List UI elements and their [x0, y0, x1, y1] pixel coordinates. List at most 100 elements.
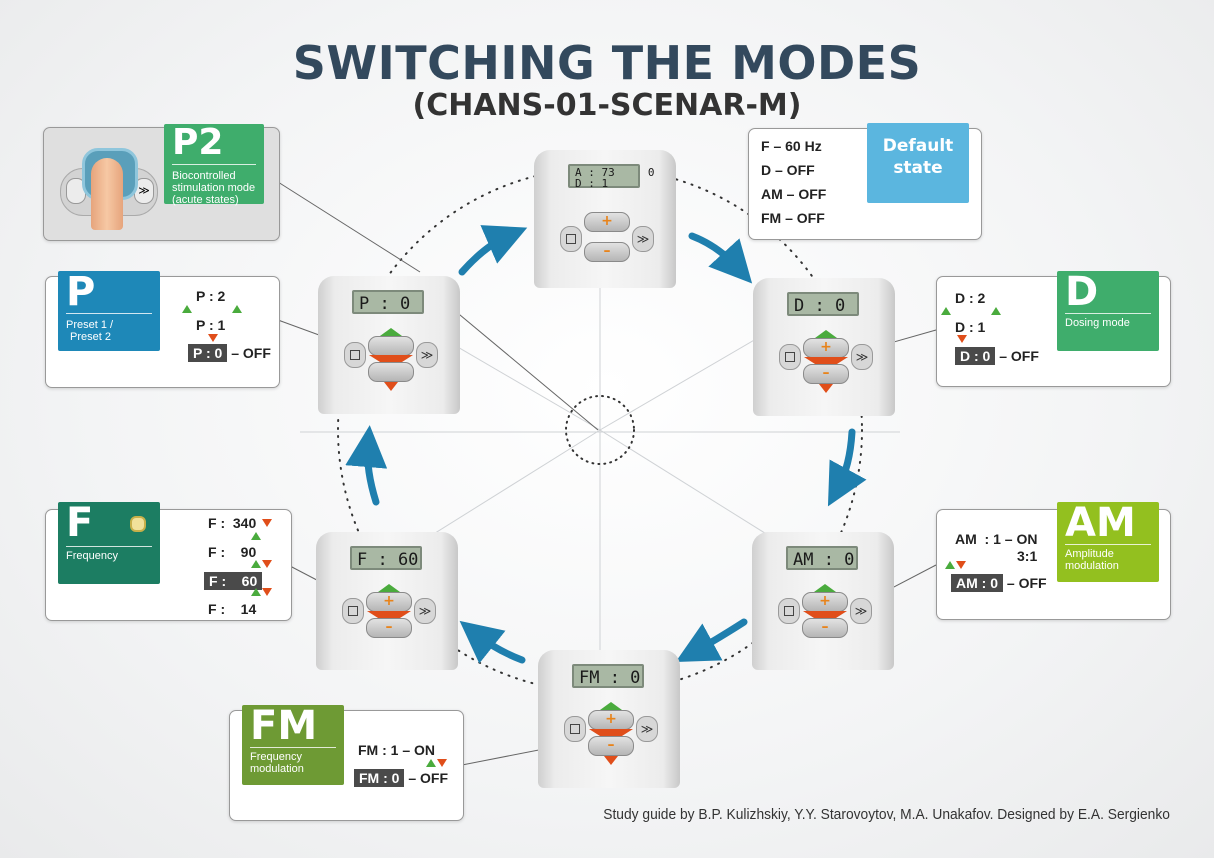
increase-arrow-icon — [426, 759, 436, 767]
fm-off-code: FM : 0 — [354, 769, 405, 787]
f-code: F — [66, 500, 94, 546]
fm-mode-card: FM Frequency modulation FM : 1 – ON FM :… — [229, 703, 464, 821]
increase-arrow-icon — [945, 561, 955, 569]
minus-button[interactable]: – — [584, 242, 630, 262]
indicator-light-icon — [130, 516, 146, 532]
d-dose-1: D : 1 — [955, 319, 986, 335]
device-top-display: A : 73 0 D : 1 — [568, 164, 655, 190]
square-button-icon[interactable] — [560, 226, 582, 252]
square-button-icon[interactable] — [778, 598, 800, 624]
default-tag-line: Default — [882, 136, 954, 156]
decrease-arrow-icon — [819, 384, 833, 393]
am-tag: AM Amplitude modulation — [1057, 500, 1159, 582]
default-state-tag: Default state — [867, 123, 969, 203]
am-on-line: AM : 1 – ON — [955, 531, 1038, 547]
am-ratio: 3:1 — [1017, 548, 1038, 564]
increase-arrow-icon — [941, 307, 951, 315]
minus-button[interactable]: – — [366, 618, 412, 638]
decrease-arrow-icon — [208, 334, 218, 342]
credits: Study guide by B.P. Kulizhskiy, Y.Y. Sta… — [603, 806, 1170, 823]
increase-arrow-icon — [251, 588, 261, 596]
d-dose-2: D : 2 — [955, 290, 986, 306]
f-desc-line: Frequency — [66, 550, 118, 562]
d-code: D — [1065, 269, 1099, 315]
minus-button[interactable]: – — [588, 736, 634, 756]
p-code: P — [66, 269, 96, 315]
am-desc-line: Amplitude — [1065, 548, 1114, 560]
am-off-code: AM : 0 — [951, 574, 1003, 592]
p2-desc-line: Biocontrolled — [172, 170, 236, 182]
p2-desc-line: stimulation mode — [172, 182, 256, 194]
plus-button[interactable]: + — [366, 592, 412, 612]
p2-code: P2 — [172, 122, 224, 163]
f-value-60-selected: F : 60 — [204, 572, 263, 590]
p-mode-card: P Preset 1 / Preset 2 P : 2 P : 1 P : 0 … — [45, 269, 280, 388]
double-chevron-icon[interactable]: ≫ — [851, 344, 873, 370]
square-button-icon[interactable] — [779, 344, 801, 370]
device-fm: FM : 0 ≫ + – — [538, 650, 680, 788]
device-top-display-line1: A : 73 0 — [575, 166, 655, 179]
fm-tag: FM Frequency modulation — [242, 703, 344, 785]
decrease-arrow-icon — [262, 560, 272, 568]
device-am-display: AM : 0 — [786, 546, 858, 570]
f-value-340: F : 340 — [208, 515, 257, 531]
device-fm-display: FM : 0 — [572, 664, 644, 688]
double-chevron-icon[interactable]: ≫ — [850, 598, 872, 624]
default-line: AM – OFF — [761, 186, 827, 202]
p-off-text: – OFF — [231, 345, 271, 361]
decrease-arrow-icon — [437, 759, 447, 767]
cycle-arrows — [345, 225, 867, 664]
d-tag: D Dosing mode — [1057, 269, 1159, 351]
outer-dotted-circle — [337, 167, 863, 693]
center-dotted-circle — [565, 395, 635, 465]
p2-mode-card: ≫ P2 Biocontrolled stimulation mode (acu… — [43, 122, 280, 241]
am-code: AM — [1065, 500, 1136, 546]
square-button-icon[interactable] — [564, 716, 586, 742]
increase-arrow-icon — [991, 307, 1001, 315]
decrease-arrow-icon — [957, 335, 967, 343]
am-desc-line: modulation — [1065, 560, 1119, 572]
f-tag: F Frequency — [58, 500, 160, 584]
minus-button[interactable] — [368, 362, 414, 382]
minus-button[interactable]: – — [803, 364, 849, 384]
f-value-60: F : 60 — [204, 572, 263, 590]
double-chevron-icon[interactable]: ≫ — [632, 226, 654, 252]
f-value-14: F : 14 — [208, 601, 257, 617]
double-chevron-icon[interactable]: ≫ — [636, 716, 658, 742]
p-off-line: P : 0 – OFF — [188, 344, 271, 362]
device-d-display: D : 0 — [787, 292, 859, 316]
fm-desc-line: modulation — [250, 763, 304, 775]
device-p: P : 0 ≫ — [318, 276, 460, 414]
device-top-display-line2: D : 1 — [575, 177, 609, 190]
double-chevron-icon[interactable]: ≫ — [416, 342, 438, 368]
p-desc-line: Preset 1 / — [66, 319, 114, 331]
square-button-icon[interactable] — [342, 598, 364, 624]
d-desc-line: Dosing mode — [1065, 317, 1130, 329]
plus-button[interactable]: + — [803, 338, 849, 358]
default-line: FM – OFF — [761, 210, 825, 226]
finger-on-device-icon: ≫ — [58, 142, 158, 230]
p-preset-1: P : 1 — [196, 317, 226, 333]
fm-off-line: FM : 0 – OFF — [354, 769, 448, 787]
plus-button[interactable]: + — [588, 710, 634, 730]
hexagon-spokes — [300, 150, 900, 700]
fm-code: FM — [250, 703, 318, 749]
double-chevron-icon[interactable]: ≫ — [414, 598, 436, 624]
square-button-icon[interactable] — [344, 342, 366, 368]
default-tag-line: state — [893, 158, 943, 178]
am-off-line: AM : 0 – OFF — [951, 574, 1047, 592]
decrease-arrow-icon — [384, 382, 398, 391]
plus-button[interactable]: + — [802, 592, 848, 612]
decrease-arrow-icon — [262, 519, 272, 527]
minus-button[interactable]: – — [802, 618, 848, 638]
increase-arrow-icon — [251, 560, 261, 568]
device-p-display: P : 0 — [352, 290, 424, 314]
decrease-arrow-icon — [604, 756, 618, 765]
plus-button[interactable]: + — [584, 212, 630, 232]
p-preset-2: P : 2 — [196, 288, 226, 304]
p2-tag: P2 Biocontrolled stimulation mode (acute… — [164, 122, 264, 206]
device-top: A : 73 0 D : 1 ≫ + – — [534, 150, 676, 288]
d-off-text: – OFF — [999, 348, 1039, 364]
plus-button[interactable] — [368, 336, 414, 356]
